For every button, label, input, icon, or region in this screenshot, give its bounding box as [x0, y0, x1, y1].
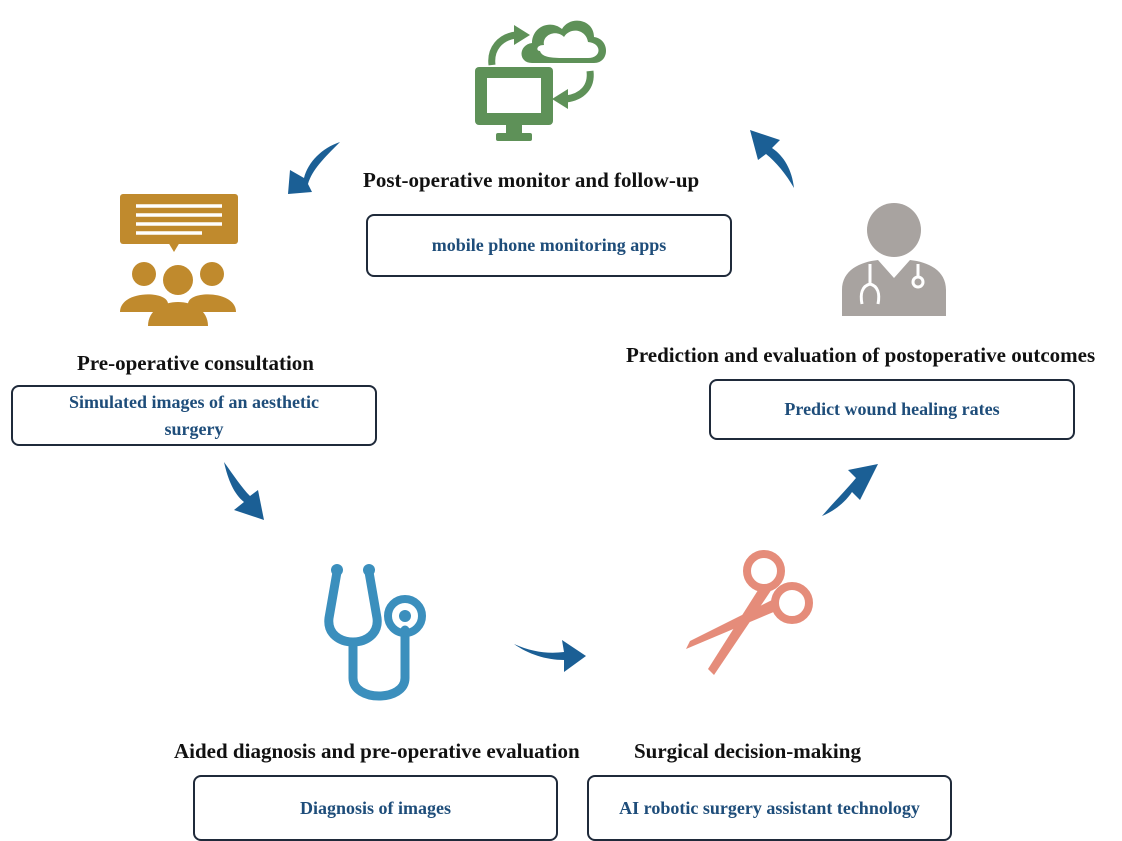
cycle-arrow-postop-to-preop	[288, 142, 340, 194]
post-op-box-text: mobile phone monitoring apps	[431, 235, 667, 256]
computer-cloud-sync-icon	[475, 20, 606, 141]
stethoscope-icon	[324, 564, 426, 701]
diagnosis-title: Aided diagnosis and pre-operative evalua…	[174, 739, 580, 763]
diagnosis-box-text: Diagnosis of images	[299, 797, 451, 818]
pre-op-box-text: Simulated images of an aesthetic surgery	[69, 389, 319, 441]
pre-op-box-line1: Simulated images of an aesthetic	[69, 392, 319, 413]
post-op-box: mobile phone monitoring apps	[366, 214, 732, 277]
pre-op-title: Pre-operative consultation	[77, 351, 314, 375]
surgical-box: AI robotic surgery assistant technology	[587, 775, 952, 841]
cycle-arrow-preop-to-diagnosis	[224, 462, 264, 520]
surgical-box-text: AI robotic surgery assistant technology	[619, 797, 920, 818]
surgical-title: Surgical decision-making	[634, 739, 861, 763]
consultation-group-icon	[120, 194, 238, 326]
post-op-title: Post-operative monitor and follow-up	[363, 168, 700, 192]
prediction-box: Predict wound healing rates	[709, 379, 1075, 440]
pre-op-box-line2: surgery	[164, 418, 224, 439]
prediction-box-text: Predict wound healing rates	[784, 399, 1000, 420]
cycle-arrow-prediction-to-postop	[750, 130, 794, 188]
scissors-icon	[686, 550, 813, 675]
cycle-arrow-diagnosis-to-surgical	[514, 640, 586, 672]
doctor-icon	[842, 203, 946, 316]
cycle-arrow-surgical-to-prediction	[822, 464, 878, 516]
pre-op-box: Simulated images of an aesthetic surgery	[11, 385, 377, 446]
prediction-title: Prediction and evaluation of postoperati…	[626, 343, 1096, 367]
diagnosis-box: Diagnosis of images	[193, 775, 558, 841]
